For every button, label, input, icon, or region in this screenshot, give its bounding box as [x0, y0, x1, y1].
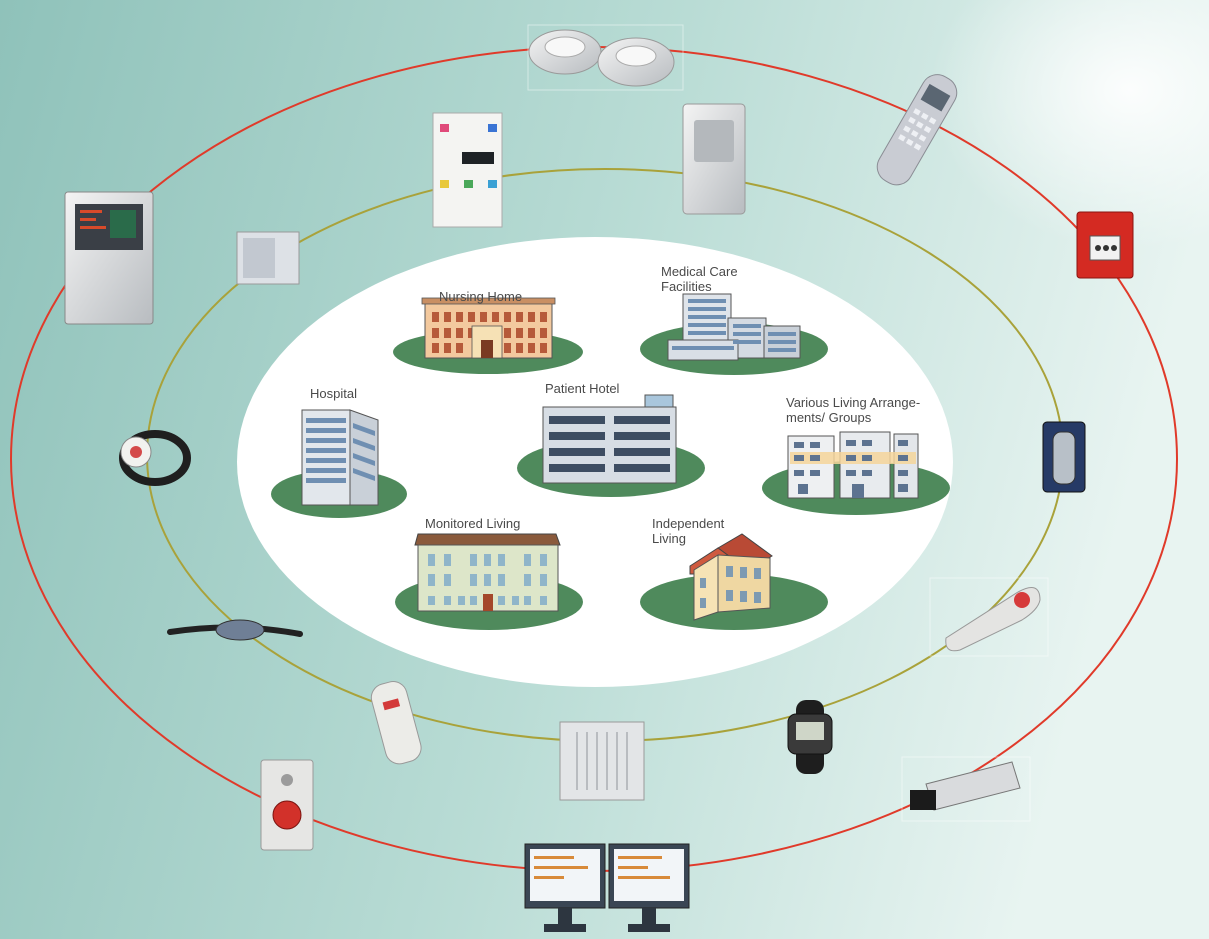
handheld-transmitter-device [1042, 421, 1086, 493]
camera-device [901, 756, 1031, 822]
fire-control-panel-leds [80, 210, 136, 238]
wall-panel-unit-device [432, 112, 503, 228]
pull-cord-switch-knob [281, 774, 293, 786]
facility-various-living [762, 431, 950, 515]
nursing-home-door [481, 340, 493, 358]
facility-labels: Nursing Home Medical CareFacilitiesHospit… [310, 264, 920, 546]
facility-medical-care [640, 293, 828, 375]
facility-nursing-home [393, 297, 583, 374]
cordless-phone-screen [920, 83, 951, 112]
facility-monitored-living [395, 533, 583, 630]
manual-call-point-dots [1095, 245, 1117, 251]
nursing-home-label: Nursing Home [439, 289, 522, 304]
smoke-detector-right-dome [615, 45, 657, 67]
wristband-sensor-device [167, 619, 303, 641]
hospital-windows [306, 418, 375, 483]
medical-care-label: Facilities [661, 279, 712, 294]
patient-hotel-label: Patient Hotel [545, 381, 620, 396]
wristwatch-transmitter-device [787, 700, 833, 774]
medical-care-windows [672, 299, 796, 352]
patient-hotel-windows [549, 416, 670, 472]
manual-call-point-device [1076, 211, 1134, 279]
wristband-sensor-body [215, 619, 265, 641]
cordless-phone-keys [898, 108, 937, 151]
background-highlight [930, 0, 1209, 250]
fire-control-panel-device [64, 191, 154, 325]
monitored-living-windows [428, 554, 547, 605]
dual-monitors-device [524, 843, 690, 932]
pendant-remote-frame [929, 577, 1049, 657]
patient-hotel-rooftop [644, 394, 674, 408]
ceiling-sensor-window [694, 120, 734, 162]
camera-lens [910, 790, 936, 810]
handheld-transmitter-inner [1052, 431, 1076, 485]
wall-panel-unit-tags [440, 124, 497, 188]
monitor-screen-rows [534, 856, 670, 879]
monitored-living-roof [414, 533, 561, 546]
pull-cord-switch-button [272, 800, 302, 830]
hospital-front [301, 409, 351, 506]
facility-independent-living [640, 533, 828, 630]
wrist-transmitter-device [119, 430, 191, 486]
distribution-box-vents [576, 732, 628, 790]
independent-living-label: Living [652, 531, 686, 546]
medical-care-label: Medical Care [661, 264, 738, 279]
independent-living-windows [700, 566, 761, 608]
camera-frame [901, 756, 1031, 822]
distribution-box-body [559, 721, 645, 801]
pager-button [382, 698, 401, 711]
facility-patient-hotel [517, 394, 705, 497]
wall-panel-unit-display [462, 152, 494, 164]
wristwatch-screen [796, 722, 824, 740]
wrist-transmitter-button [130, 446, 142, 458]
distribution-box-device [559, 721, 645, 801]
various-living-windows [794, 440, 908, 498]
smoke-detectors-frame [527, 24, 684, 91]
wall-module-face [243, 238, 275, 278]
independent-living-label: Independent [652, 516, 725, 531]
pendant-remote-device [929, 577, 1049, 657]
various-living-label: ments/ Groups [786, 410, 872, 425]
pendant-remote-button [1014, 592, 1030, 608]
various-living-label: Various Living Arrange- [786, 395, 920, 410]
nursing-home-roof [421, 297, 556, 305]
pager-body [370, 681, 422, 765]
smoke-detector-left-dome [544, 36, 586, 58]
hospital-label: Hospital [310, 386, 357, 401]
monitored-living-label: Monitored Living [425, 516, 520, 531]
monitored-living-door [483, 594, 493, 611]
ceiling-sensor-device [682, 103, 746, 215]
facility-hospital [271, 409, 407, 518]
cordless-phone-device [876, 74, 958, 186]
nursing-home-windows [432, 312, 547, 353]
monitor-stands [544, 908, 670, 932]
pager-device [370, 681, 422, 765]
independent-living-wall-side [717, 554, 771, 613]
pull-cord-switch-device [260, 759, 314, 851]
smoke-detectors-device [527, 24, 684, 91]
wall-module-device [236, 231, 300, 285]
